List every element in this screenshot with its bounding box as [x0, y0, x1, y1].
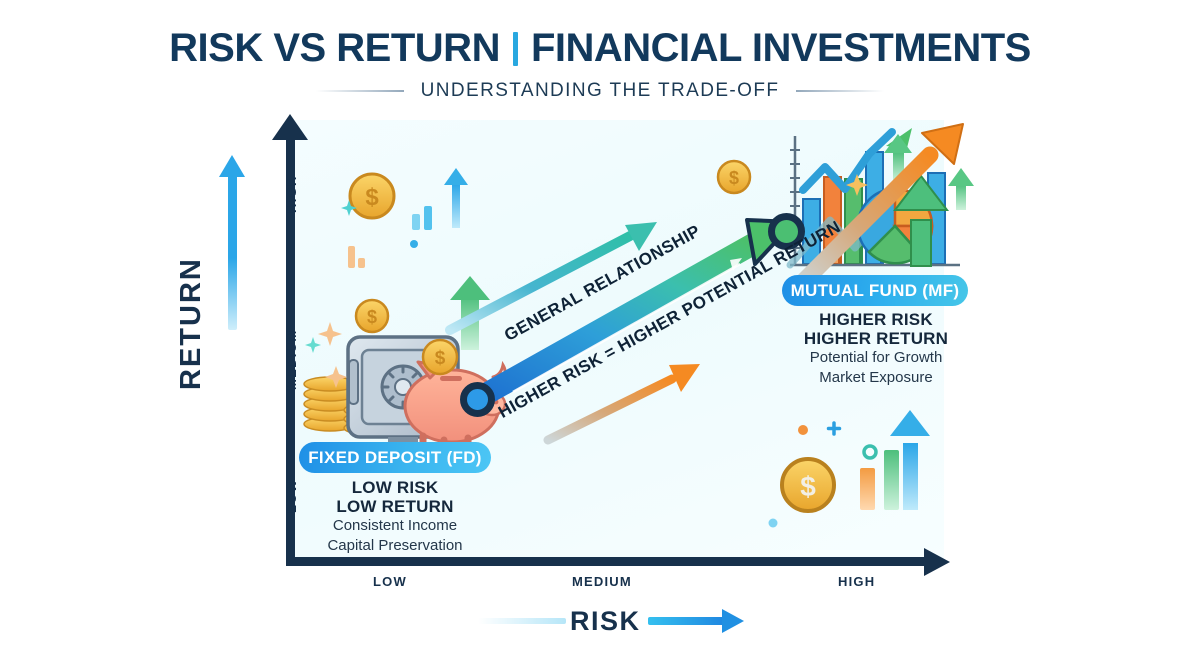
- header: RISK VS RETURN FINANCIAL INVESTMENTS UNDE…: [0, 0, 1200, 112]
- subtitle-rule-right-icon: [796, 90, 885, 92]
- page-subtitle: UNDERSTANDING THE TRADE-OFF: [420, 80, 780, 101]
- page-title-right: FINANCIAL INVESTMENTS: [530, 26, 1031, 70]
- y-axis-line: [286, 136, 295, 566]
- page-title: RISK VS RETURN FINANCIAL INVESTMENTS: [0, 26, 1200, 71]
- y-axis-direction-arrow-icon: [228, 170, 237, 330]
- badge-mutual-fund[interactable]: MUTUAL FUND (MF): [782, 275, 968, 306]
- x-axis-line: [286, 557, 931, 566]
- mf-headline-1: HIGHER RISK: [819, 310, 933, 329]
- page-title-left: RISK VS RETURN: [169, 26, 500, 70]
- badge-fixed-deposit[interactable]: FIXED DEPOSIT (FD): [299, 442, 491, 473]
- description-mutual-fund: HIGHER RISK HIGHER RETURN Potential for …: [772, 310, 980, 388]
- x-axis-arrowhead-icon: [924, 548, 950, 576]
- fd-headline-2: LOW RETURN: [336, 497, 454, 516]
- subtitle-rule-left-icon: [315, 90, 404, 92]
- x-axis-direction-arrow-icon: [648, 617, 726, 625]
- subtitle-row: UNDERSTANDING THE TRADE-OFF: [0, 80, 1200, 102]
- y-axis-arrowhead-icon: [272, 114, 308, 140]
- y-tick-high: HIGH: [284, 175, 299, 213]
- x-tick-medium: MEDIUM: [572, 574, 632, 589]
- x-tick-low: LOW: [373, 574, 407, 589]
- data-point-mutual-fund[interactable]: [768, 213, 805, 250]
- mf-detail-2: Market Exposure: [819, 369, 933, 386]
- y-tick-medium: MEDIUM: [284, 329, 299, 390]
- fd-headline-1: LOW RISK: [351, 478, 439, 497]
- y-axis-direction-arrowhead-icon: [219, 155, 245, 177]
- x-axis-label: RISK: [570, 606, 641, 636]
- mf-headline-2: HIGHER RETURN: [803, 329, 949, 348]
- fd-detail-1: Consistent Income: [332, 517, 458, 534]
- fd-detail-2: Capital Preservation: [327, 537, 463, 554]
- x-tick-high: HIGH: [838, 574, 876, 589]
- title-divider-icon: [512, 32, 518, 66]
- x-axis-direction-arrow-tail-icon: [478, 618, 566, 624]
- description-fixed-deposit: LOW RISK LOW RETURN Consistent Income Ca…: [290, 478, 500, 556]
- data-point-fixed-deposit[interactable]: [460, 382, 495, 417]
- mf-detail-1: Potential for Growth: [809, 349, 943, 366]
- y-axis-label: RETURN: [175, 257, 207, 390]
- x-axis-direction-arrowhead-icon: [722, 609, 744, 633]
